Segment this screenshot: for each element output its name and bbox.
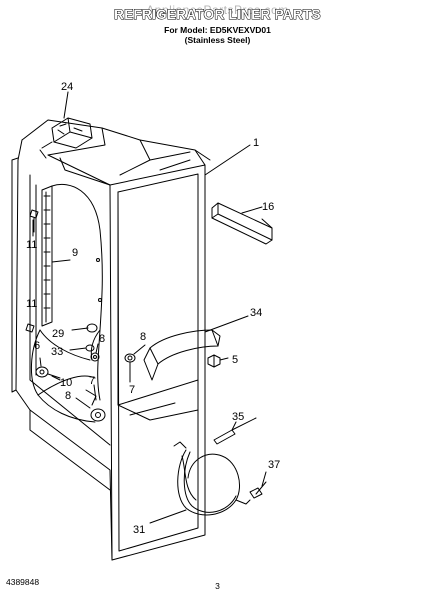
callout-35: 35 — [232, 411, 244, 423]
callout-34: 34 — [250, 307, 262, 319]
part-5-nut — [207, 354, 229, 368]
part-35-tube — [213, 417, 257, 445]
callout-9: 9 — [72, 247, 78, 259]
callout-7b: 7 — [129, 384, 135, 396]
callout-16: 16 — [262, 201, 274, 213]
footer-page-number: 3 — [215, 581, 220, 591]
callout-6: 6 — [34, 340, 40, 352]
model-variant: (Stainless Steel) — [184, 35, 251, 45]
callout-11a: 11 — [26, 239, 37, 251]
wiring-harness — [30, 183, 103, 423]
model-line: For Model: ED5KVEXVD01 — [164, 25, 271, 35]
watermark-text: AppliancePartsPros.com — [146, 3, 289, 17]
callout-1: 1 — [253, 137, 259, 149]
page-title: REFRIGERATOR LINER PARTS — [114, 7, 321, 23]
part-31-coil — [149, 441, 251, 524]
part-7-8-socket-lower — [75, 384, 106, 422]
leader-line-10 — [51, 375, 61, 381]
part-9-duct — [41, 185, 71, 327]
liner-shell — [11, 119, 211, 561]
callout-8b: 8 — [65, 390, 71, 402]
part-11-screws — [25, 209, 39, 333]
callout-33: 33 — [51, 346, 63, 358]
callout-8c: 8 — [140, 331, 146, 343]
callout-37: 37 — [268, 459, 280, 471]
part-16-bracket — [211, 202, 273, 245]
part-24-housing — [39, 91, 93, 159]
callout-31: 31 — [133, 524, 145, 536]
callout-29: 29 — [52, 328, 64, 340]
footer-part-number: 4389848 — [6, 577, 40, 587]
part-34-shield — [143, 315, 249, 381]
callout-11b: 11 — [26, 298, 37, 310]
leader-line-1 — [204, 144, 251, 176]
part-6-10-assembly — [35, 357, 61, 379]
part-37-screw — [249, 471, 267, 499]
part-29-33-cluster — [69, 323, 100, 362]
callout-10: 10 — [60, 377, 72, 389]
callout-7a: 7 — [89, 375, 95, 387]
part-8-7-socket-center — [124, 344, 146, 383]
callout-5: 5 — [232, 354, 238, 366]
callout-24: 24 — [61, 81, 73, 93]
callout-8a: 8 — [99, 333, 105, 345]
